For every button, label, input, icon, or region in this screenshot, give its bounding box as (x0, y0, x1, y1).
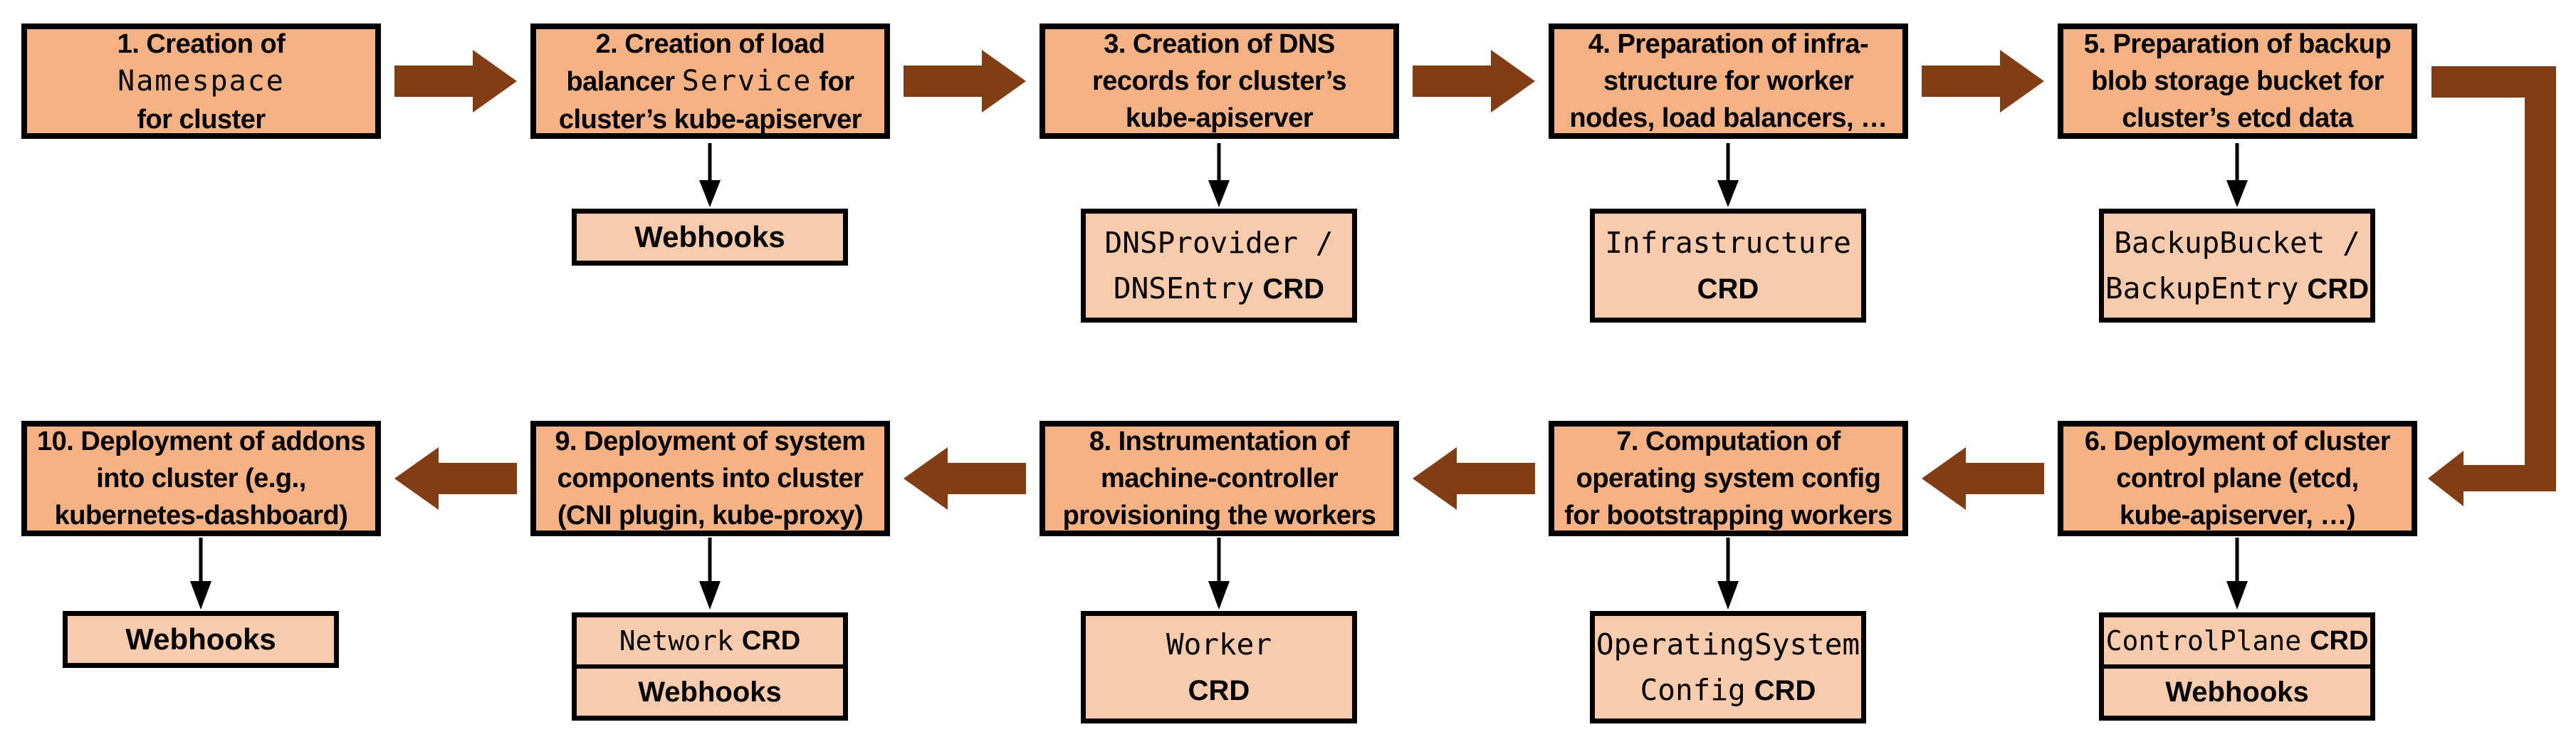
step-7-line-1: 7. Computation of (1616, 427, 1841, 456)
step-6-line-1: 6. Deployment of cluster (2084, 427, 2391, 456)
flow-arrow-right-4-5 (1922, 50, 2044, 113)
sub-link-head-2 (699, 180, 721, 207)
crd-box-worker: Worker CRD (1081, 611, 1357, 723)
step-6-line-2: control plane (etcd, (2116, 464, 2359, 493)
flow-arrow-left-9-10 (394, 447, 517, 510)
step-box-4: 4. Preparation of infra- structure for w… (1549, 23, 1908, 139)
step-box-5: 5. Preparation of backup blob storage bu… (2058, 23, 2417, 139)
elbow-arrow-5-6 (2428, 66, 2556, 506)
step-3-line-3: kube-apiserver (1125, 103, 1314, 133)
flow-arrow-left-8-9 (904, 447, 1026, 510)
step-box-6: 6. Deployment of cluster control plane (… (2058, 421, 2417, 536)
flow-arrow-left-7-8 (1413, 447, 1535, 510)
flow-arrow-right-2-3 (904, 50, 1026, 113)
webhooks-box-step-6: Webhooks (2104, 664, 2370, 716)
step-box-3: 3. Creation of DNS records for cluster’s… (1040, 23, 1399, 139)
webhooks-box-step-9: Webhooks (577, 664, 843, 716)
step-5-line-3: cluster’s etcd data (2122, 103, 2353, 133)
step-box-1: 1. Creation of Namespace for cluster (21, 23, 381, 139)
step-9-line-3: (CNI plugin, kube-proxy) (557, 501, 864, 531)
flow-arrow-left-6-7 (1922, 447, 2044, 510)
sub-link-head-5 (2226, 180, 2248, 207)
step-5-line-1: 5. Preparation of backup (2083, 29, 2392, 59)
step-9-line-2: components into cluster (557, 464, 864, 493)
step-10-line-3: kubernetes-dashboard) (54, 501, 348, 531)
step-8-line-3: provisioning the workers (1062, 501, 1376, 531)
step-4-line-1: 4. Preparation of infra- (1588, 29, 1869, 59)
step-7-line-2: operating system config (1576, 464, 1881, 493)
step-box-9: 9. Deployment of system components into … (530, 421, 890, 536)
crd-box-infrastructure: Infrastructure CRD (1590, 209, 1866, 323)
sub-link-head-10 (190, 581, 211, 610)
sub-link-head-7 (1717, 581, 1739, 610)
step-1-line-3: for cluster (137, 104, 266, 135)
sub-link-head-6 (2226, 581, 2248, 610)
sub-link-head-9 (699, 581, 721, 610)
sub-link-head-3 (1208, 180, 1230, 207)
step-6-line-3: kube-apiserver, …) (2119, 501, 2356, 531)
step-3-line-1: 3. Creation of DNS (1104, 29, 1335, 59)
step-10-line-1: 10. Deployment of addons (37, 427, 365, 456)
step-box-7: 7. Computation of operating system confi… (1549, 421, 1908, 536)
webhooks-box-step-10: Webhooks (63, 611, 339, 668)
step-8-line-1: 8. Instrumentation of (1089, 427, 1350, 456)
step-2-line-1: 2. Creation of load (595, 28, 825, 59)
step-box-10: 10. Deployment of addons into cluster (e… (21, 421, 381, 536)
step-10-line-2: into cluster (e.g., (96, 464, 306, 493)
step-8-line-2: machine-controller (1100, 464, 1339, 493)
step-7-line-3: for bootstrapping workers (1564, 501, 1892, 531)
step-3-line-2: records for cluster’s (1092, 66, 1346, 96)
step-9-line-1: 9. Deployment of system (555, 427, 866, 456)
webhooks-box-step-2: Webhooks (572, 209, 848, 266)
flow-arrow-right-3-4 (1413, 50, 1535, 113)
sub-link-head-4 (1717, 180, 1739, 207)
sub-link-head-8 (1208, 581, 1230, 610)
flow-arrow-right-1-2 (394, 50, 517, 113)
step-box-2: 2. Creation of load balancer Service for… (530, 23, 890, 139)
step-1-line-2: Namespace (117, 64, 285, 98)
step-2-line-3: cluster’s kube-apiserver (558, 104, 862, 135)
step-1-line-1: 1. Creation of (117, 28, 286, 59)
step-2-line-2: balancer Service for (566, 64, 854, 98)
step-4-line-2: structure for worker (1603, 66, 1854, 96)
step-5-line-2: blob storage bucket for (2091, 66, 2384, 96)
step-box-8: 8. Instrumentation of machine-controller… (1040, 421, 1399, 536)
step-4-line-3: nodes, load balancers, … (1569, 103, 1888, 133)
